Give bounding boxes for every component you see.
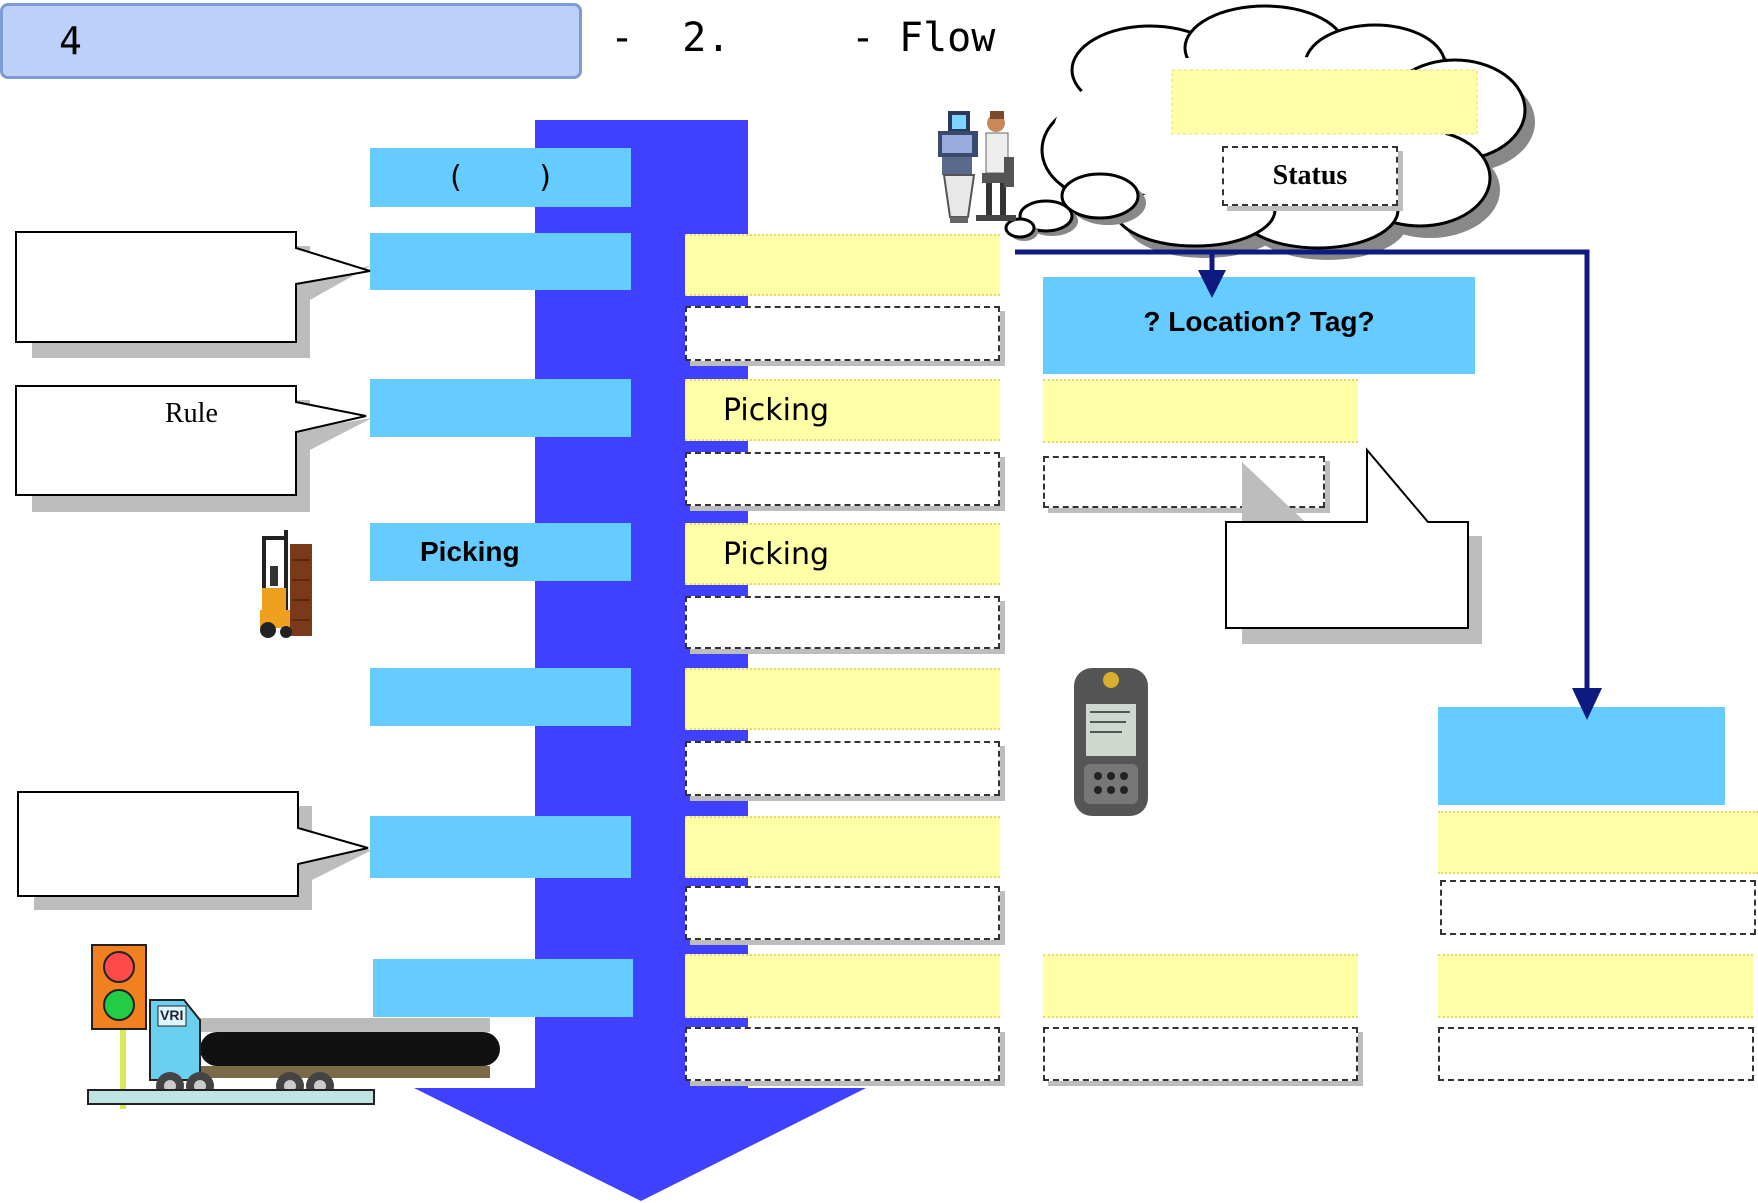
middle-yellow-6	[685, 954, 1000, 1018]
operator-workstation-icon	[938, 111, 1016, 223]
flow-step-7	[373, 959, 633, 1017]
right-yellow-1	[1043, 379, 1358, 443]
far-right-dashed-2	[1438, 1027, 1754, 1081]
truck-icon: VRI	[149, 999, 500, 1100]
callout-2-text: Rule	[165, 398, 218, 429]
far-right-yellow-2	[1438, 954, 1753, 1018]
arrowhead-far-right	[1572, 688, 1602, 720]
slide-number: 4	[59, 19, 82, 63]
middle-yellow-2: Picking	[685, 379, 1000, 441]
right-yellow-2	[1043, 954, 1358, 1018]
svg-text:VRI: VRI	[160, 1007, 183, 1023]
callout-2	[15, 385, 372, 512]
flow-step-2	[370, 233, 631, 290]
middle-yellow-5	[685, 816, 1000, 878]
traffic-light-icon	[91, 944, 147, 1109]
forklift-icon	[260, 530, 312, 638]
middle-dashed-1	[685, 306, 1000, 361]
flow-step-6	[370, 816, 631, 878]
flow-step-1: ( )	[370, 148, 631, 207]
far-right-yellow-1	[1438, 811, 1758, 874]
middle-dashed-6	[685, 1027, 1000, 1081]
middle-dashed-5	[685, 886, 1000, 940]
thought-cloud	[1004, 4, 1535, 260]
middle-dashed-2	[685, 452, 1000, 506]
middle-dashed-4	[685, 741, 1000, 796]
ground-platform	[87, 1089, 375, 1105]
flow-step-5	[370, 668, 631, 726]
middle-yellow-3: Picking	[685, 523, 1000, 585]
callout-4	[1225, 447, 1482, 644]
location-tag-box: ? Location? Tag?	[1043, 277, 1475, 374]
status-box: Status	[1222, 146, 1398, 206]
arrowhead-location	[1198, 270, 1226, 298]
right-dashed-2	[1043, 1027, 1358, 1081]
middle-yellow-4	[685, 668, 1000, 730]
far-right-dashed-1	[1440, 880, 1756, 935]
middle-dashed-3	[685, 596, 1000, 649]
callout-1	[15, 231, 372, 358]
slide-number-bar: 4	[0, 3, 582, 79]
middle-yellow-1	[685, 234, 1000, 296]
handheld-terminal-icon	[1074, 668, 1148, 816]
flow-step-4: Picking	[370, 523, 631, 581]
flow-step-3	[370, 379, 631, 437]
callout-3	[17, 791, 372, 910]
slide-subtitle: - 2. - Flow	[610, 15, 996, 61]
far-right-cyan-box	[1438, 707, 1725, 805]
